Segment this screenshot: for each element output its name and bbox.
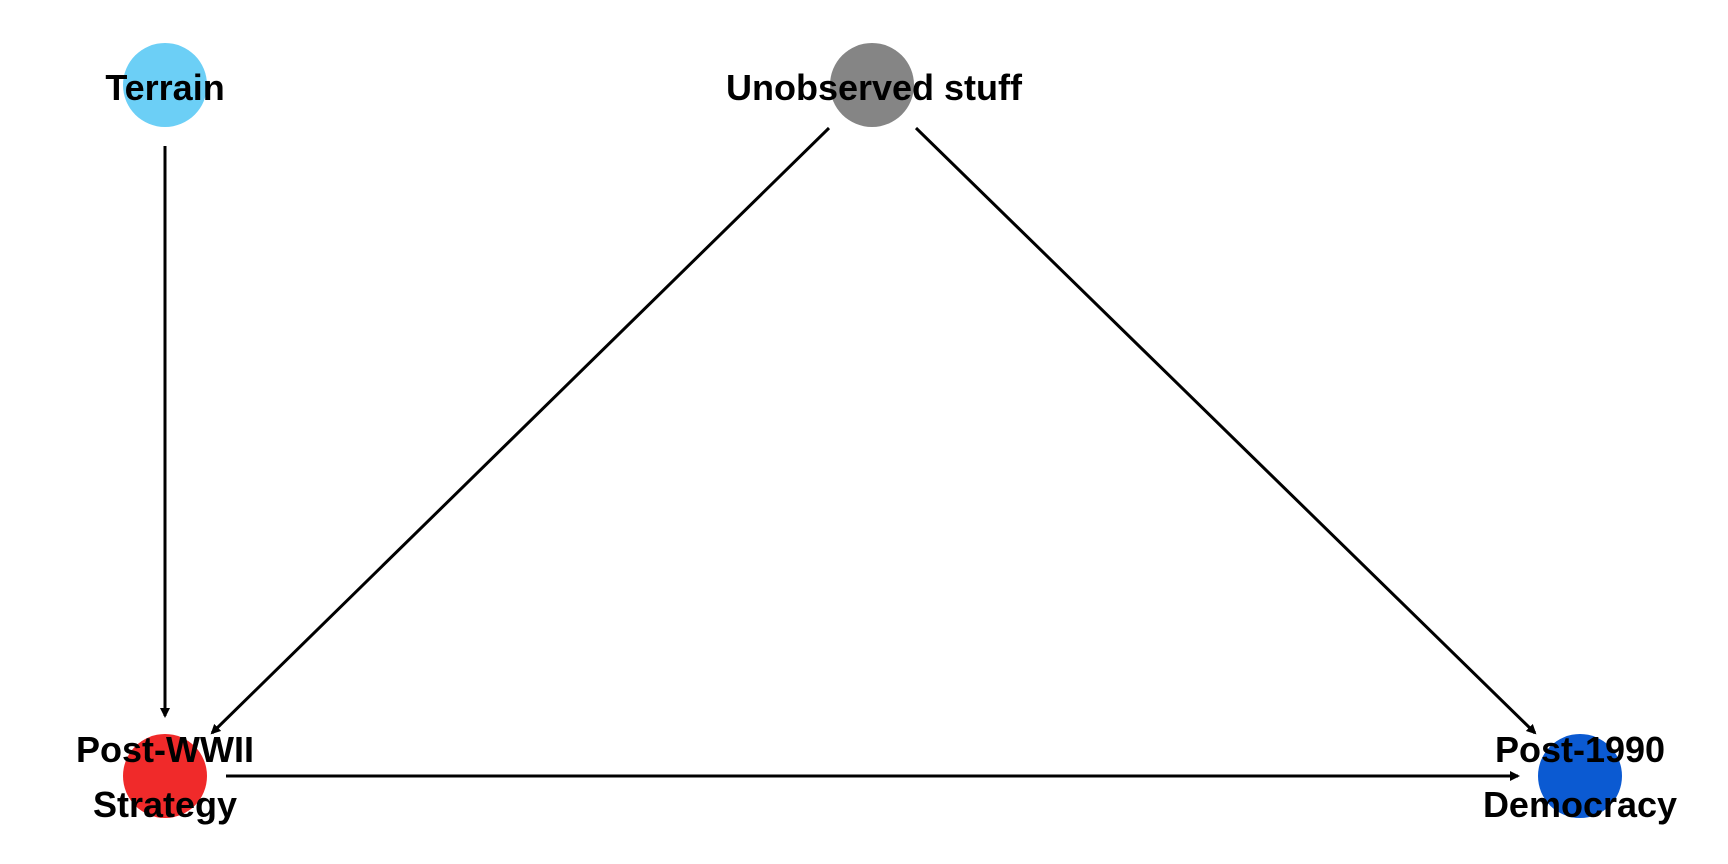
node-terrain	[123, 43, 207, 127]
edges-layer	[160, 126, 1537, 781]
label-post-wwii-line1: Post-WWII	[76, 729, 254, 770]
label-unobserved-stuff: Unobserved stuff	[726, 67, 1023, 108]
edge-unobserved-to-strategy	[210, 126, 831, 735]
label-post-1990-line2: Democracy	[1483, 784, 1677, 825]
edge-unobserved-to-democracy	[914, 126, 1537, 735]
node-unobserved-stuff	[830, 43, 914, 127]
node-post-wwii-strategy	[123, 734, 207, 818]
label-post-wwii-line2: Strategy	[93, 784, 237, 825]
nodes-layer	[123, 43, 1622, 818]
label-terrain: Terrain	[105, 67, 224, 108]
labels-layer: Terrain Unobserved stuff Post-WWII Strat…	[76, 67, 1677, 825]
label-post-1990-line1: Post-1990	[1495, 729, 1665, 770]
node-post-1990-democracy	[1538, 734, 1622, 818]
